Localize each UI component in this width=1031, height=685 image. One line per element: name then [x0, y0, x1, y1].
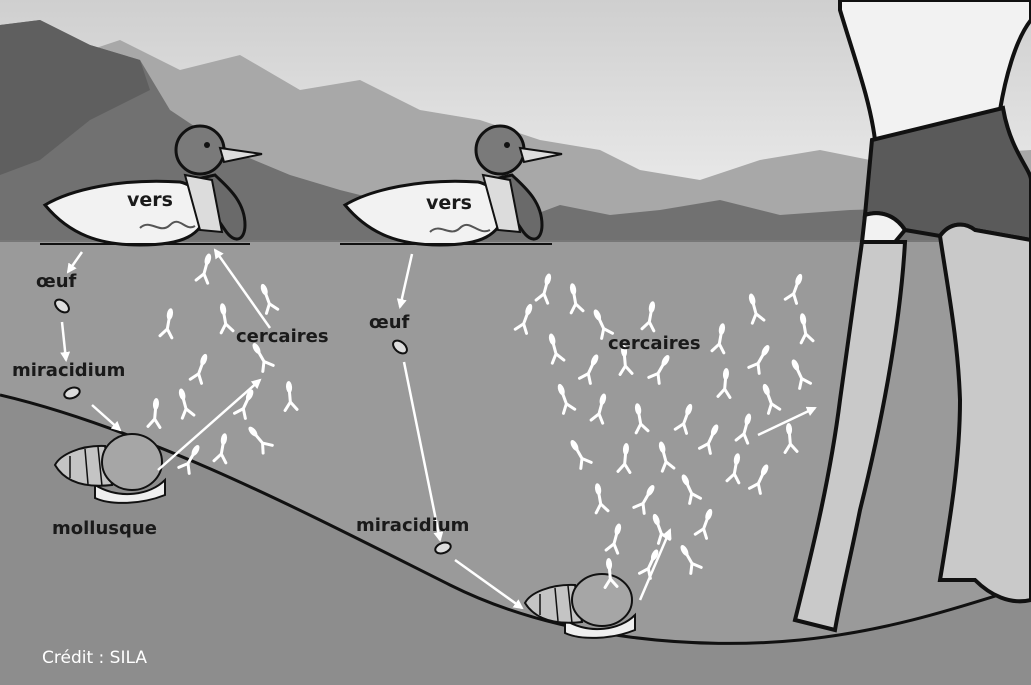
cercariae-right-label: cercaires	[608, 333, 701, 354]
mollusc-label: mollusque	[52, 518, 157, 539]
egg-right-label: œuf	[369, 312, 409, 333]
miracidium-right-label: miracidium	[356, 515, 469, 536]
duck-left-label: vers	[127, 189, 173, 211]
image-credit: Crédit : SILA	[42, 648, 147, 668]
duck-right-label: vers	[426, 192, 472, 214]
egg-left-label: œuf	[36, 271, 76, 292]
cercariae-left-label: cercaires	[236, 326, 329, 347]
miracidium-left-label: miracidium	[12, 360, 125, 381]
